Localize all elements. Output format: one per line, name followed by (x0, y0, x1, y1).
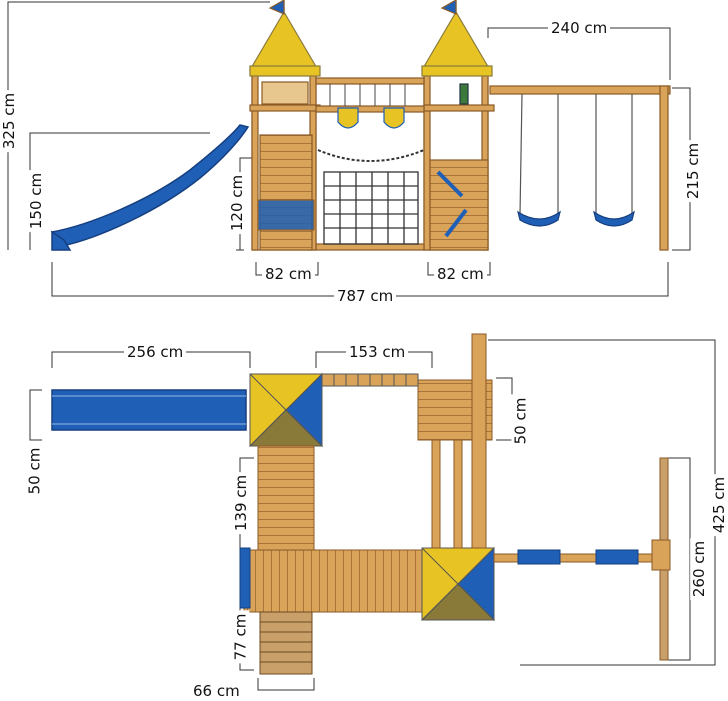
dim-right-tower-width: 82 cm (434, 265, 487, 283)
dim-ladder-width: 66 cm (190, 682, 243, 700)
dim-walkway-length: 139 cm (232, 471, 251, 535)
top-walkway (257, 445, 315, 551)
dim-swing-width: 240 cm (548, 19, 611, 37)
dim-left-tower-width: 82 cm (262, 265, 315, 283)
dim-swing-height: 215 cm (684, 139, 703, 203)
dim-total-height: 325 cm (0, 89, 19, 153)
dim-slide-height: 150 cm (27, 169, 46, 233)
top-right-roof (420, 546, 496, 622)
top-slide (51, 389, 247, 431)
front-slide (50, 124, 250, 251)
top-deck (243, 549, 423, 613)
top-swing-beam (493, 457, 671, 661)
dim-total-depth: 425 cm (710, 473, 728, 537)
front-middle-section (315, 77, 425, 251)
top-bridge (321, 373, 419, 387)
dim-total-length: 787 cm (334, 287, 397, 305)
front-view (7, 0, 691, 297)
front-swing-frame (489, 85, 671, 251)
front-dimension-lines (7, 1, 691, 297)
top-post (471, 333, 487, 549)
front-right-tower (420, 0, 495, 251)
dim-right-width: 50 cm (511, 394, 530, 448)
dim-ladder-length: 77 cm (231, 610, 250, 664)
dim-swing-span: 260 cm (690, 537, 709, 601)
dim-slide-width: 50 cm (25, 444, 44, 498)
front-left-tower (248, 0, 321, 251)
dim-tower-height: 120 cm (228, 171, 247, 235)
dim-slide-length: 256 cm (124, 343, 187, 361)
dim-bridge-length: 153 cm (346, 343, 409, 361)
top-ladder (259, 611, 313, 675)
top-view (29, 333, 716, 691)
top-deck-edge (239, 547, 251, 609)
top-left-roof (248, 372, 324, 448)
